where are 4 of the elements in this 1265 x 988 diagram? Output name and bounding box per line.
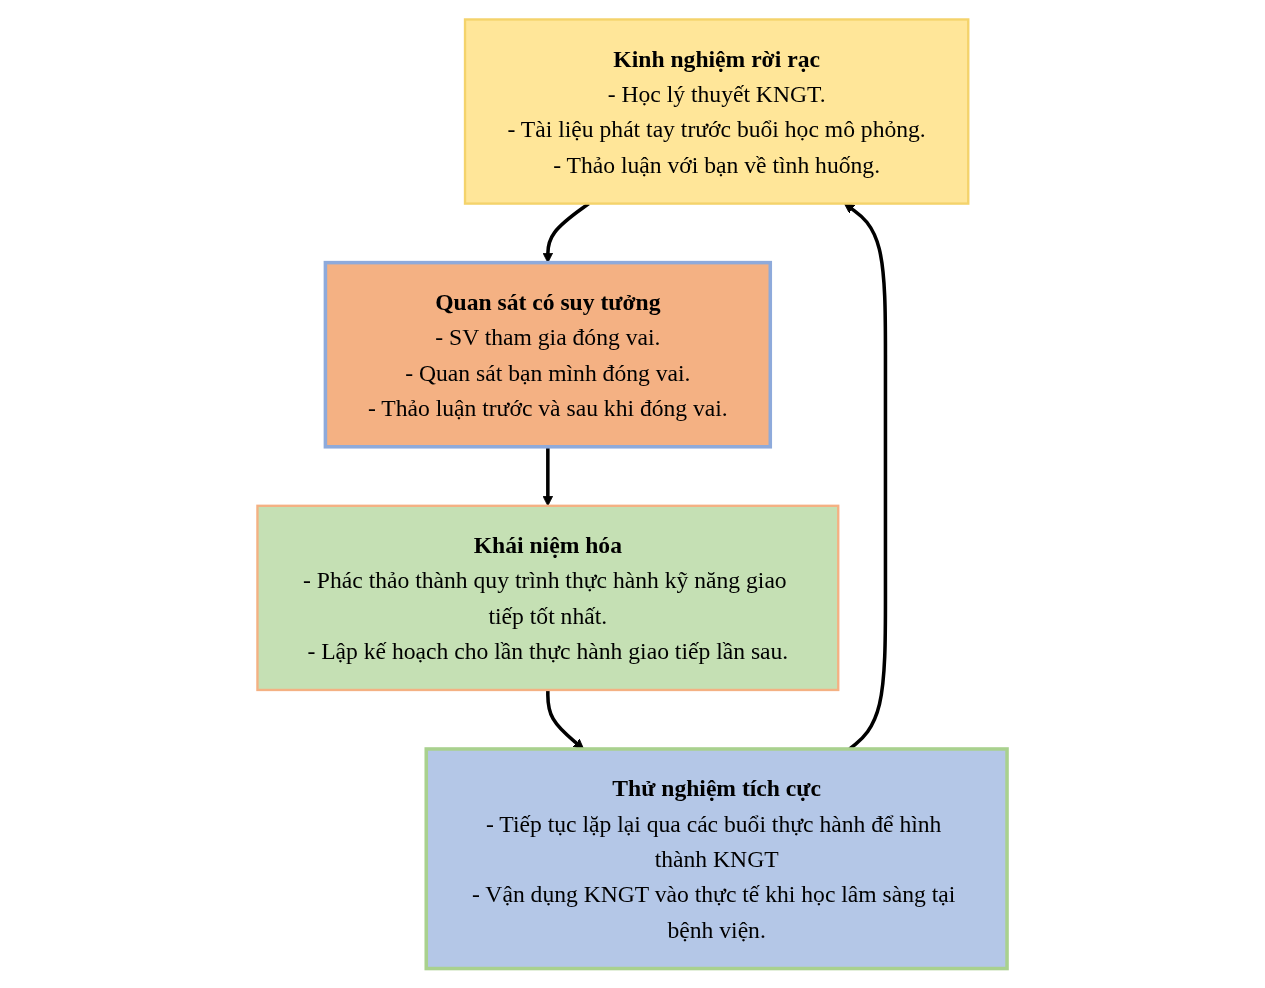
node-box: Kinh nghiệm rời rạc - Học lý thuyết KNGT. - Tài liệu phát tay trước buổi học mô phỏng. - Thảo luận với bạn về tình huống. — [464, 18, 970, 205]
node-box: Thử nghiệm tích cực - Tiếp tục lặp lại qua các buổi thực hành để hình thành KNGT - Vận dụng KNGT vào thực tế khi học lâm sàng tại bệnh viện. — [424, 747, 1010, 971]
node-box: Khái niệm hóa - Phác thảo thành quy trình thực hành kỹ năng giao tiếp tốt nhất. - Lập kế hoạch cho lần thực hành giao tiếp lần sau. — [256, 504, 840, 692]
node-box: Quan sát có suy tưởng - SV tham gia đóng vai. - Quan sát bạn mình đóng vai. - Thảo luận trước và sau khi đóng vai. — [323, 260, 773, 449]
